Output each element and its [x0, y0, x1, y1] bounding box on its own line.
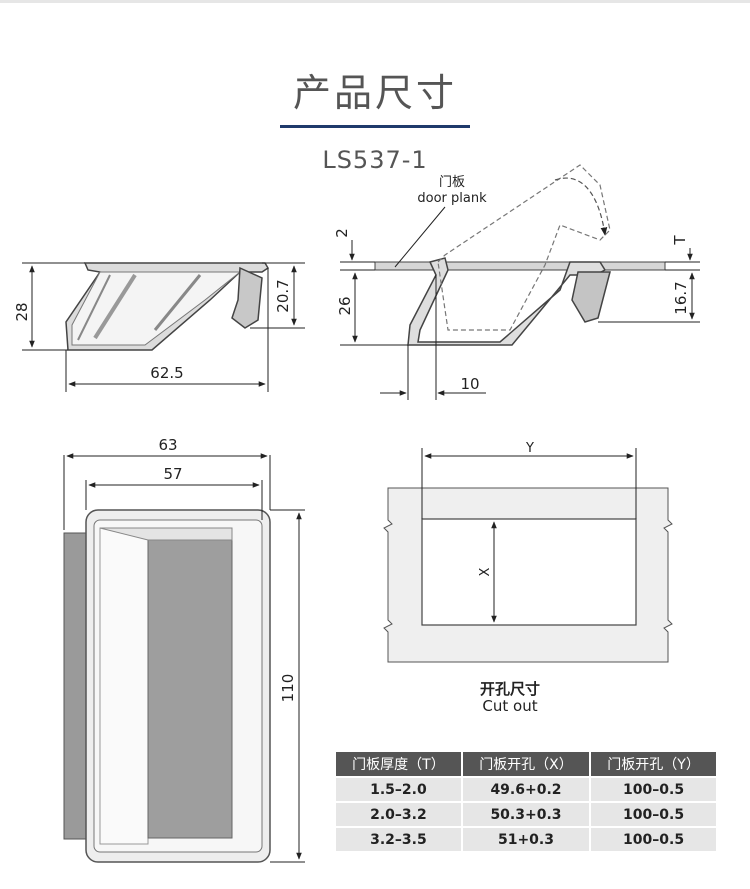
model-number: LS537-1	[322, 146, 428, 174]
side-view: 28 20.7 62.5	[13, 262, 305, 392]
dim-cutout-y: Y	[525, 441, 534, 456]
door-plank-leader	[394, 206, 446, 268]
header-thickness: 门板厚度（T）	[334, 750, 463, 778]
dim-side-sub-height: 20.7	[274, 279, 292, 312]
spec-table: 门板厚度（T） 门板开孔（X） 门板开孔（Y） 1.5–2.0 49.6+0.2…	[334, 750, 718, 853]
dim-front-outer-width: 63	[158, 436, 177, 454]
cell-thickness: 1.5–2.0	[334, 776, 463, 803]
dim-front-inner-width: 57	[163, 465, 182, 483]
front-handle	[147, 539, 233, 839]
cutout-hole	[421, 518, 637, 626]
cell-cutout-y: 100–0.5	[589, 801, 718, 828]
cell-cutout-x: 51+0.3	[460, 826, 592, 853]
side-shade-1	[77, 274, 111, 341]
dim-side-length: 62.5	[150, 364, 183, 382]
side-handle	[231, 266, 263, 329]
side-shade-2	[93, 273, 137, 340]
rotation-arrow	[554, 177, 608, 236]
dim-t: T	[671, 235, 689, 246]
door-plank-label-cn: 门板	[439, 175, 465, 190]
title-underline	[280, 125, 470, 128]
header-cutout-y: 门板开孔（Y）	[589, 750, 718, 778]
dim-flange: 10	[460, 375, 479, 393]
install-view: 门板 door plank 2 26 T 16.7 10	[333, 164, 700, 400]
cutout-view: Y X	[383, 441, 673, 663]
cutout-title-cn: 开孔尺寸	[479, 680, 540, 698]
cell-thickness: 3.2–3.5	[334, 826, 463, 853]
cutout-title-en: Cut out	[482, 697, 538, 715]
cell-cutout-x: 49.6+0.2	[460, 776, 592, 803]
cell-cutout-x: 50.3+0.3	[460, 801, 592, 828]
table-row: 1.5–2.0 49.6+0.2 100–0.5	[334, 776, 718, 803]
dim-side-height: 28	[13, 302, 31, 321]
dim-depth: 26	[336, 296, 354, 315]
cell-cutout-y: 100–0.5	[589, 826, 718, 853]
top-divider	[0, 0, 750, 3]
dim-handle: 16.7	[672, 281, 690, 314]
side-shade-3	[153, 274, 202, 331]
spec-table-header: 门板厚度（T） 门板开孔（X） 门板开孔（Y）	[334, 750, 718, 778]
table-row: 3.2–3.5 51+0.3 100–0.5	[334, 826, 718, 853]
front-pocket	[99, 527, 149, 845]
page-title: 产品尺寸	[292, 71, 457, 115]
cell-thickness: 2.0–3.2	[334, 801, 463, 828]
door-plank	[374, 261, 666, 271]
table-row: 2.0–3.2 50.3+0.3 100–0.5	[334, 801, 718, 828]
front-view: 63 57 110	[63, 436, 305, 863]
dim-front-height: 110	[279, 674, 297, 703]
header-cutout-x: 门板开孔（X）	[460, 750, 592, 778]
dim-thickness: 2	[333, 228, 351, 238]
handle-open-outline	[437, 164, 611, 331]
dim-cutout-x: X	[478, 567, 493, 576]
housing-section	[407, 257, 607, 346]
handle-closed	[571, 271, 611, 323]
door-plank-label-en: door plank	[417, 191, 487, 206]
cell-cutout-y: 100–0.5	[589, 776, 718, 803]
